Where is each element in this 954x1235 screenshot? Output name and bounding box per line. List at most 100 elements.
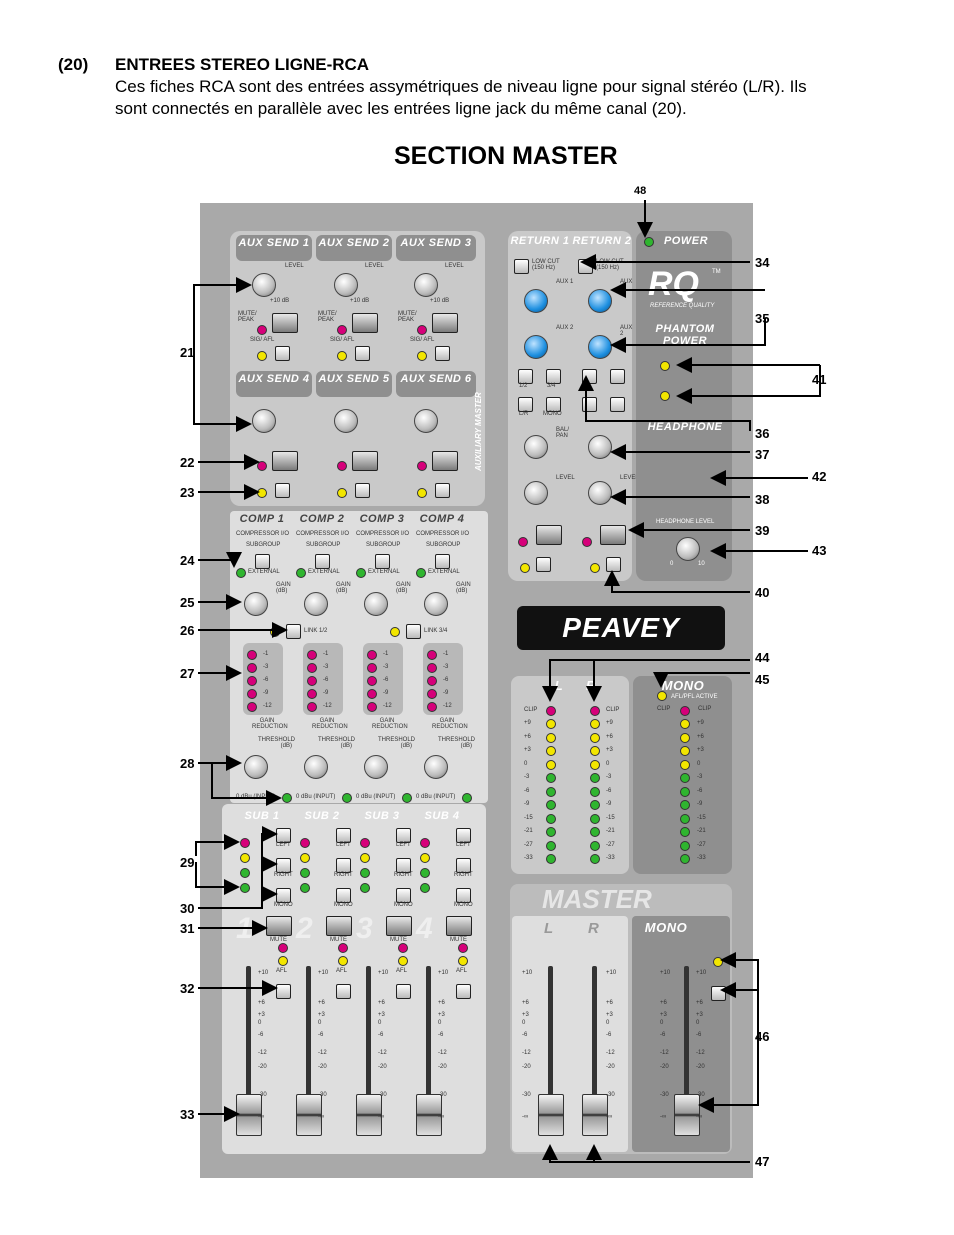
external-label: EXTERNAL <box>248 569 280 575</box>
mono-label: MONO <box>394 902 413 908</box>
fader-scale-label: -30 <box>378 1092 387 1098</box>
scale-max-label: +10 dB <box>270 298 290 304</box>
comp-2-gain-knob[interactable] <box>304 592 328 616</box>
fader-scale-label: -30 <box>660 1092 669 1098</box>
comp-2-io-button[interactable] <box>315 554 330 569</box>
comp-1-io-button[interactable] <box>255 554 270 569</box>
sub-3-left-button[interactable] <box>396 828 411 843</box>
sub-2-afl-led <box>338 956 348 966</box>
sub-2-fader-cap[interactable] <box>296 1094 322 1136</box>
return-1-assign-12-button[interactable] <box>518 369 533 384</box>
return-1-low-cut-button[interactable] <box>514 259 529 274</box>
sub-3-mute-button[interactable] <box>386 916 412 936</box>
return-1-aux2-knob[interactable] <box>524 335 548 359</box>
sub-4-mono-button[interactable] <box>456 888 471 903</box>
level-label: LEVEL <box>620 475 639 481</box>
meter-scale-label: +3 <box>524 747 531 753</box>
aux-send-5-level-knob[interactable] <box>334 409 358 433</box>
headphone-level-knob[interactable] <box>676 537 700 561</box>
meter-l-led <box>546 759 556 770</box>
master-l-fader-cap[interactable] <box>538 1094 564 1136</box>
comp-3-io-button[interactable] <box>375 554 390 569</box>
sub-4-right-button[interactable] <box>456 858 471 873</box>
return-1-mute-button[interactable] <box>536 525 562 545</box>
comp-1-threshold-knob[interactable] <box>244 755 268 779</box>
aux-send-4-mute-button[interactable] <box>272 451 298 471</box>
return-1-level-knob[interactable] <box>524 481 548 505</box>
sub-2-mono-button[interactable] <box>336 888 351 903</box>
aux-send-2-afl-button[interactable] <box>355 346 370 361</box>
aux-send-6-mute-button[interactable] <box>432 451 458 471</box>
aux-send-5-mute-button[interactable] <box>352 451 378 471</box>
sub-3-afl-button[interactable] <box>396 984 411 999</box>
link-34-button[interactable] <box>406 624 421 639</box>
aux-send-6-level-knob[interactable] <box>414 409 438 433</box>
level-label: LEVEL <box>285 263 304 269</box>
aux-send-5-afl-button[interactable] <box>355 483 370 498</box>
aux-send-3-mute-button[interactable] <box>432 313 458 333</box>
master-r-fader-cap[interactable] <box>582 1094 608 1136</box>
aux-send-4-level-knob[interactable] <box>252 409 276 433</box>
aux-send-1-afl-button[interactable] <box>275 346 290 361</box>
sub-4-afl-button[interactable] <box>456 984 471 999</box>
aux-send-3-afl-button[interactable] <box>435 346 450 361</box>
meter-r-led <box>590 773 600 783</box>
master-mono-fader-cap[interactable] <box>674 1094 700 1136</box>
meter-l-led <box>546 840 556 851</box>
return-1-assign-lr-button[interactable] <box>518 397 533 412</box>
aux-send-4-afl-button[interactable] <box>275 483 290 498</box>
arrow-45 <box>653 672 750 688</box>
sub-2-right-button[interactable] <box>336 858 351 873</box>
return-2-aux1-knob[interactable] <box>588 289 612 313</box>
sub-4-left-button[interactable] <box>456 828 471 843</box>
comp-1-gain-knob[interactable] <box>244 592 268 616</box>
comp-4-io-button[interactable] <box>435 554 450 569</box>
gr-scale-label: -12 <box>263 703 272 709</box>
comp-3-threshold-knob[interactable] <box>364 755 388 779</box>
aux-send-2-mute-button[interactable] <box>352 313 378 333</box>
aux-send-2-level-knob[interactable] <box>334 273 358 297</box>
return-1-aux1-knob[interactable] <box>524 289 548 313</box>
fader-scale-label: -6 <box>522 1032 528 1038</box>
sub-2-left-button[interactable] <box>336 828 351 843</box>
mono-label: MONO <box>274 902 293 908</box>
comp-2-gr-led <box>307 702 317 712</box>
sub-3-right-button[interactable] <box>396 858 411 873</box>
aux-send-1-level-knob[interactable] <box>252 273 276 297</box>
fader-scale-label: 0 <box>378 1020 382 1026</box>
comp-2-threshold-knob[interactable] <box>304 755 328 779</box>
sub-1-fader-cap[interactable] <box>236 1094 262 1136</box>
return-1-afl-button[interactable] <box>536 557 551 572</box>
sub-2-mute-button[interactable] <box>326 916 352 936</box>
sub-3-meter-led <box>360 838 370 848</box>
comp-4-threshold-knob[interactable] <box>424 755 448 779</box>
return-2-mute-button[interactable] <box>600 525 626 545</box>
comp-1-gr-led <box>247 689 257 699</box>
fader-scale-label: 0 <box>522 1020 526 1026</box>
aux-send-6-afl-button[interactable] <box>435 483 450 498</box>
comp-3-gain-knob[interactable] <box>364 592 388 616</box>
callout-44: 44 <box>755 650 770 665</box>
aux-send-1-mute-button[interactable] <box>272 313 298 333</box>
return-2-aux2-knob[interactable] <box>588 335 612 359</box>
sub-3-fader-cap[interactable] <box>356 1094 382 1136</box>
callout-23: 23 <box>180 485 195 500</box>
sub-2-afl-button[interactable] <box>336 984 351 999</box>
return-2-assign-34-button[interactable] <box>610 369 625 384</box>
sub-4-fader-cap[interactable] <box>416 1094 442 1136</box>
aux-send-3-level-knob[interactable] <box>414 273 438 297</box>
comp-4-gain-knob[interactable] <box>424 592 448 616</box>
comp-4-gr-led <box>427 689 437 699</box>
return-1-assign-34-button[interactable] <box>546 369 561 384</box>
return-1-bal-pan-knob[interactable] <box>524 435 548 459</box>
return-1-assign-mono-button[interactable] <box>546 397 561 412</box>
callout-47: 47 <box>755 1154 770 1169</box>
meter-scale-label: -33 <box>524 855 533 861</box>
rq-subtitle: REFERENCE QUALITY <box>650 303 715 309</box>
sub-3-mono-button[interactable] <box>396 888 411 903</box>
fader-scale-label: -∞ <box>378 1114 385 1120</box>
meter-scale-label: -27 <box>697 841 706 848</box>
return-2-assign-mono-button[interactable] <box>610 397 625 412</box>
sub-4-mute-button[interactable] <box>446 916 472 936</box>
